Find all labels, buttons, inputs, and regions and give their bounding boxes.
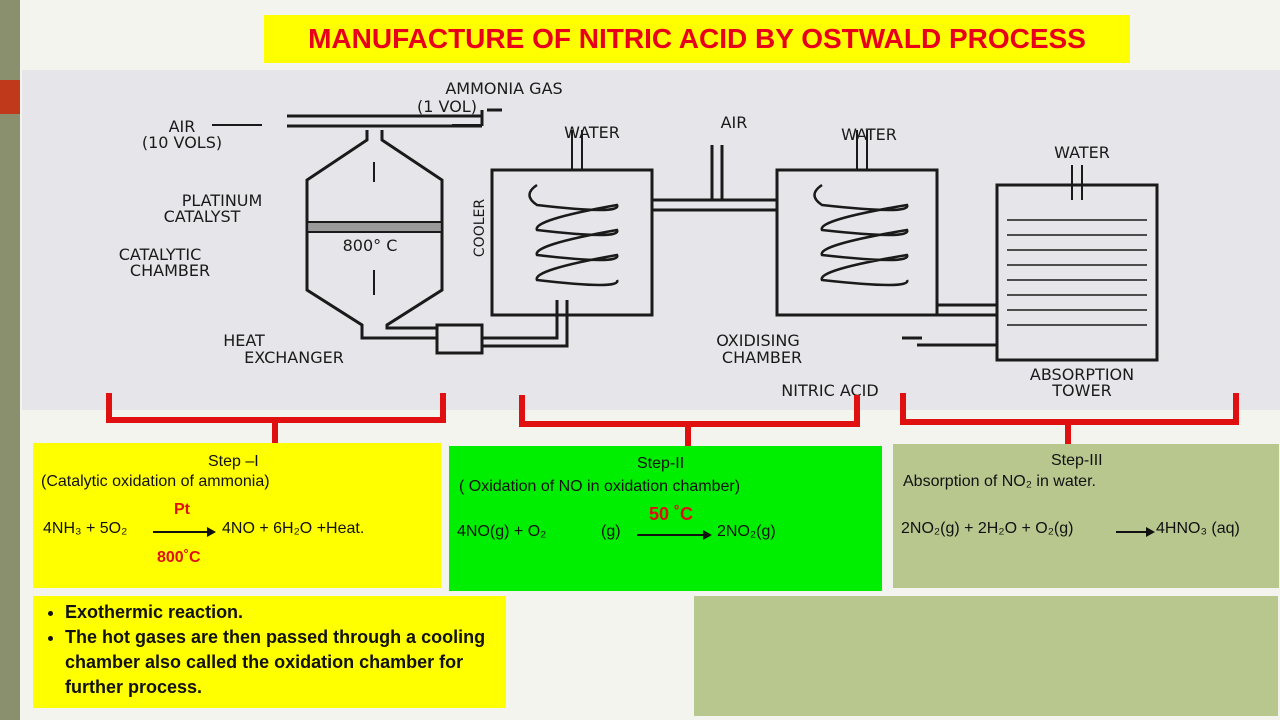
label-temperature: 800° C xyxy=(343,236,398,255)
step-1-box: Step –I (Catalytic oxidation of ammonia)… xyxy=(33,443,441,588)
heat-exchanger xyxy=(435,300,569,355)
step-2-description: ( Oxidation of NO in oxidation chamber) xyxy=(459,478,741,495)
step-3-eq-right: 4HNO₃ (aq) xyxy=(1156,520,1240,537)
label-water-3: WATER xyxy=(1054,143,1110,162)
slide-title: MANUFACTURE OF NITRIC ACID BY OSTWALD PR… xyxy=(308,23,1086,54)
label-air-vols: (10 VOLS) xyxy=(142,133,222,152)
step-1-description: (Catalytic oxidation of ammonia) xyxy=(41,473,270,490)
label-tower: TOWER xyxy=(1051,381,1111,400)
label-catalytic: CATALYTIC xyxy=(119,245,202,264)
step-2-eq-state: (g) xyxy=(601,523,621,540)
label-catalyst: CATALYST xyxy=(164,207,241,226)
label-ammonia-vol: (1 VOL) xyxy=(417,97,477,116)
label-absorption: ABSORPTION xyxy=(1030,365,1134,384)
inlet-pipes xyxy=(212,108,502,128)
step-1-arrow-head xyxy=(207,527,216,537)
step-1-title: Step –I xyxy=(208,453,259,470)
step-2-title: Step-II xyxy=(637,455,685,472)
brace-step-2 xyxy=(519,395,860,449)
step-1-eq-right: 4NO + 6H₂O +Heat. xyxy=(222,520,365,537)
title-background xyxy=(264,15,1130,63)
step-1-arrow xyxy=(153,531,209,533)
note-item: The hot gases are then passed through a … xyxy=(65,625,506,700)
step-3-box: Step-III Absorption of NO₂ in water. 2NO… xyxy=(893,444,1279,588)
label-platinum: PLATINUM xyxy=(182,191,263,210)
transfer-pipe xyxy=(652,145,777,212)
step-2-eq-right: 2NO₂(g) xyxy=(717,523,776,540)
catalytic-chamber xyxy=(305,130,444,340)
label-air-mid: AIR xyxy=(721,113,748,132)
cooler xyxy=(490,130,654,317)
step-2-arrow xyxy=(637,534,705,536)
ostwald-process-diagram: AMMONIA GAS (1 VOL) AIR (10 VOLS) PLATIN… xyxy=(22,70,1280,410)
label-cooler: COOLER xyxy=(472,199,488,257)
brace-step-1 xyxy=(106,393,446,445)
step-3-title: Step-III xyxy=(1051,452,1103,469)
step-2-condition: 50 ˚C xyxy=(649,504,694,524)
label-water-1: WATER xyxy=(564,123,620,142)
step-3-eq-left: 2NO₂(g) + 2H₂O + O₂(g) xyxy=(901,520,1074,537)
absorption-tower xyxy=(902,165,1159,362)
label-air-left: AIR xyxy=(169,117,196,136)
step-3-arrow-head xyxy=(1146,527,1155,537)
left-rail-accent xyxy=(0,80,20,114)
empty-panel xyxy=(694,596,1278,716)
notes-box: Exothermic reaction. The hot gases are t… xyxy=(33,596,506,708)
step-2-eq-left: 4NO(g) + O₂ xyxy=(457,523,547,540)
step-1-eq-left: 4NH₃ + 5O₂ xyxy=(43,520,128,537)
note-item: Exothermic reaction. xyxy=(65,600,506,625)
left-rail xyxy=(0,0,20,720)
label-water-2: WATER xyxy=(841,125,897,144)
step-2-arrow-head xyxy=(703,530,712,540)
label-ammonia-gas: AMMONIA GAS xyxy=(445,79,562,98)
label-exchanger: EXCHANGER xyxy=(244,348,344,367)
step-3-description: Absorption of NO₂ in water. xyxy=(903,473,1096,490)
step-1-catalyst: Pt xyxy=(174,501,190,518)
label-chamber: CHAMBER xyxy=(130,261,210,280)
step-3-arrow xyxy=(1116,531,1148,533)
brace-step-3 xyxy=(900,393,1239,445)
red-braces xyxy=(106,393,1239,449)
step-2-box: Step-II ( Oxidation of NO in oxidation c… xyxy=(449,446,882,591)
notes-list: Exothermic reaction. The hot gases are t… xyxy=(33,600,506,700)
catalyst-bed xyxy=(309,223,440,231)
label-heat: HEAT xyxy=(223,331,265,350)
oxidising-chamber xyxy=(775,130,997,317)
step-1-condition: 800˚C xyxy=(157,549,201,566)
label-ox-chamber: CHAMBER xyxy=(722,348,802,367)
label-oxidising: OXIDISING xyxy=(716,331,800,350)
